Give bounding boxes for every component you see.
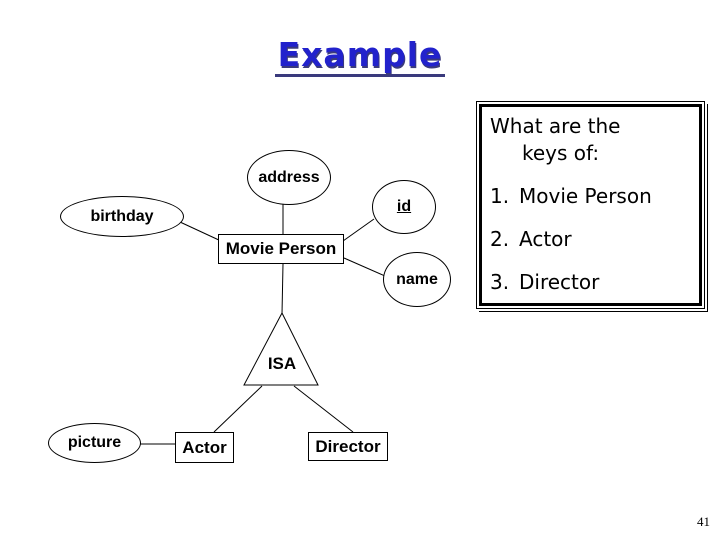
connector-movieperson-id (342, 218, 375, 242)
entity-rect-director: Director (308, 432, 388, 461)
question-item-label: Movie Person (519, 184, 652, 208)
attribute-ellipse-name: name (383, 252, 451, 307)
slide-title-container: Example (0, 38, 720, 77)
question-heading-line2: keys of: (522, 141, 600, 165)
connector-isa-actor (213, 385, 263, 433)
question-item-actor: 2. Actor (490, 226, 693, 253)
attribute-ellipse-id: id (372, 180, 436, 234)
attribute-ellipse-birthday: birthday (60, 196, 184, 237)
entity-rect-movie-person: Movie Person (218, 234, 344, 264)
isa-triangle-label: ISA (267, 354, 297, 373)
question-box: What are the keys of: 1. Movie Person 2. A… (476, 101, 705, 309)
question-item-number: 1. (490, 184, 510, 208)
attribute-label-address: address (258, 168, 320, 186)
question-heading-line1: What are the (490, 114, 621, 138)
question-box-inner: What are the keys of: 1. Movie Person 2. A… (479, 104, 702, 306)
entity-label-actor: Actor (182, 437, 227, 457)
attribute-label-birthday: birthday (90, 207, 154, 225)
question-item-number: 3. (490, 270, 510, 294)
slide-title: Example (274, 38, 446, 77)
connector-birthday-movieperson (179, 221, 222, 242)
question-item-director: 3. Director (490, 269, 693, 296)
question-heading: What are the keys of: (490, 113, 693, 167)
question-item-label: Actor (519, 227, 572, 251)
entity-label-movie-person: Movie Person (225, 239, 337, 258)
question-item-number: 2. (490, 227, 510, 251)
attribute-ellipse-address: address (247, 150, 331, 205)
entity-rect-actor: Actor (175, 432, 234, 463)
question-item-label: Director (519, 270, 600, 294)
isa-triangle (243, 311, 319, 386)
page-number: 41 (697, 514, 710, 529)
attribute-label-name: name (396, 270, 438, 288)
attribute-label-picture: picture (67, 434, 122, 451)
connector-isa-director (293, 385, 354, 433)
question-item-movie-person: 1. Movie Person (490, 183, 693, 210)
attribute-label-id: id (396, 198, 412, 215)
attribute-ellipse-picture: picture (48, 423, 141, 463)
connector-movieperson-isa (281, 263, 284, 315)
entity-label-director: Director (315, 436, 381, 456)
connector-movieperson-name (343, 257, 386, 277)
